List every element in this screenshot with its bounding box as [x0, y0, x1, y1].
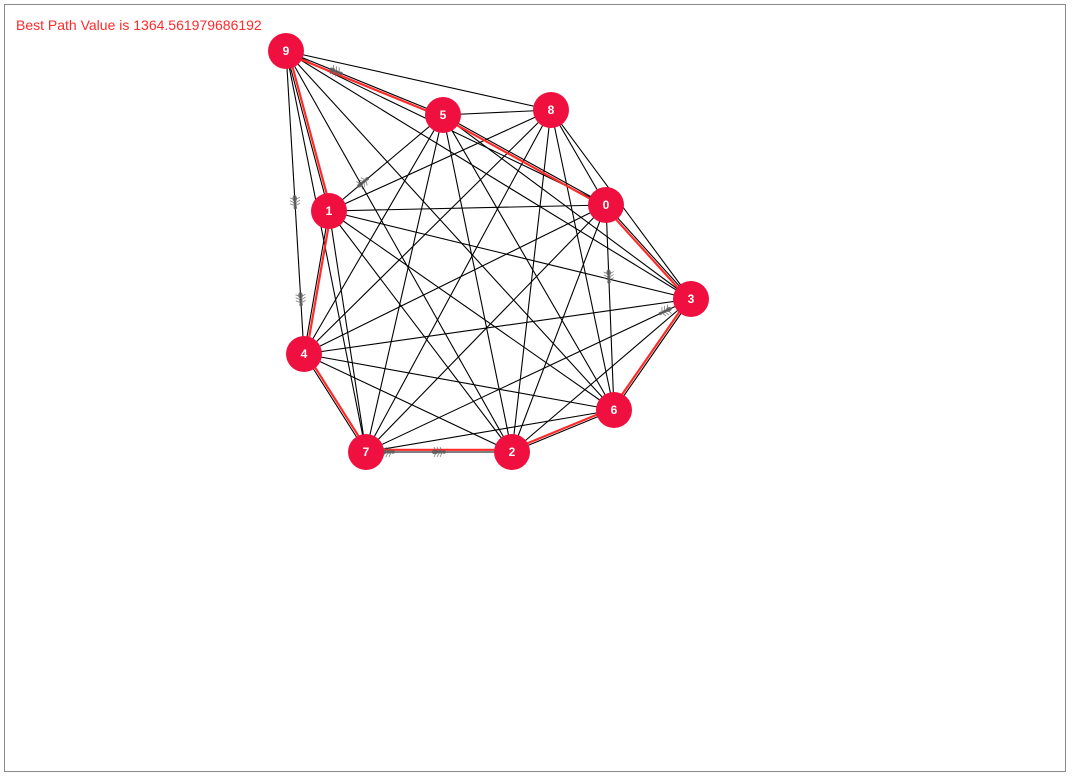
best-path-segment-0-3 [603, 205, 691, 302]
ant-icon [295, 291, 307, 307]
edge-9-6 [285, 50, 615, 411]
edge-1-4 [303, 210, 330, 355]
node-label: 1 [326, 204, 333, 218]
graph-node-6[interactable]: 6 [596, 392, 632, 428]
edge-1-3 [328, 210, 692, 300]
node-label: 8 [548, 103, 555, 117]
edge-5-6 [442, 114, 615, 411]
edge-9-7 [285, 50, 367, 453]
graph-node-5[interactable]: 5 [425, 97, 461, 133]
edge-5-7 [365, 114, 444, 453]
edge-8-7 [365, 109, 552, 453]
graph-node-8[interactable]: 8 [533, 92, 569, 128]
edge-8-6 [550, 109, 615, 411]
edge-5-2 [442, 114, 513, 453]
ant-icon [603, 269, 615, 284]
node-circle [348, 434, 384, 470]
node-circle [286, 336, 322, 372]
edge-4-2 [303, 353, 513, 453]
node-circle [425, 97, 461, 133]
edge-4-7 [303, 353, 367, 453]
edge-9-1 [285, 50, 330, 212]
ant-icon [289, 195, 301, 210]
graph-node-2[interactable]: 2 [494, 434, 530, 470]
edge-3-4 [303, 298, 692, 355]
edge-0-6 [605, 204, 615, 411]
graph-node-9[interactable]: 9 [268, 33, 304, 69]
edge-0-3 [605, 204, 692, 300]
edge-5-3 [442, 114, 692, 300]
edge-5-1 [328, 114, 444, 212]
node-label: 0 [603, 198, 610, 212]
ant-icon [431, 446, 446, 458]
best-path-segment-3-6 [611, 297, 691, 410]
nodes-layer: 9 5 8 0 1 3 4 6 7 2 [268, 33, 709, 470]
best-path-value-text: Best Path Value is 1364.561979686192 [16, 17, 262, 33]
node-circle [494, 434, 530, 470]
best-path-segment-9-5 [284, 52, 443, 119]
best-path-segment-1-9 [287, 50, 333, 211]
edge-9-3 [285, 50, 692, 300]
graph-canvas [4, 4, 1066, 772]
graph-node-0[interactable]: 0 [588, 187, 624, 223]
graph-node-3[interactable]: 3 [673, 281, 709, 317]
edge-3-2 [511, 298, 692, 453]
ant-icon [329, 64, 343, 77]
edge-1-7 [328, 210, 367, 453]
edge-4-6 [303, 353, 615, 411]
graph-node-4[interactable]: 4 [286, 336, 322, 372]
best-path-segment-7-4 [304, 352, 369, 452]
node-circle [533, 92, 569, 128]
graph-node-7[interactable]: 7 [348, 434, 384, 470]
best-path-segment-6-2 [510, 406, 614, 451]
edge-0-4 [303, 204, 607, 355]
edge-9-8 [285, 50, 552, 111]
node-label: 5 [440, 108, 447, 122]
node-circle [268, 33, 304, 69]
node-circle [596, 392, 632, 428]
edges-layer [285, 50, 692, 453]
node-label: 3 [688, 292, 695, 306]
graph-node-1[interactable]: 1 [311, 193, 347, 229]
edge-3-7 [365, 298, 692, 453]
edge-8-0 [550, 109, 607, 206]
best-path-segment-5-0 [441, 115, 606, 208]
node-label: 2 [509, 445, 516, 459]
node-circle [673, 281, 709, 317]
edge-1-2 [328, 210, 513, 453]
ant-icon [355, 177, 369, 190]
node-circle [588, 187, 624, 223]
edge-5-8 [442, 109, 552, 116]
edge-3-6 [613, 298, 692, 411]
edge-1-6 [328, 210, 615, 411]
edge-5-4 [303, 114, 444, 355]
edge-0-1 [328, 204, 607, 212]
edge-6-2 [511, 409, 615, 453]
node-circle [311, 193, 347, 229]
ant-icon [658, 304, 672, 317]
node-label: 7 [363, 445, 370, 459]
node-label: 9 [283, 44, 290, 58]
edge-8-1 [328, 109, 552, 212]
edge-6-7 [365, 409, 615, 453]
edge-8-4 [303, 109, 552, 355]
node-label: 4 [301, 347, 308, 361]
node-label: 6 [611, 403, 618, 417]
best-path-segment-4-1 [305, 211, 333, 355]
edge-9-5 [285, 50, 444, 116]
best-path-layer [284, 50, 691, 452]
edge-0-2 [511, 204, 607, 453]
